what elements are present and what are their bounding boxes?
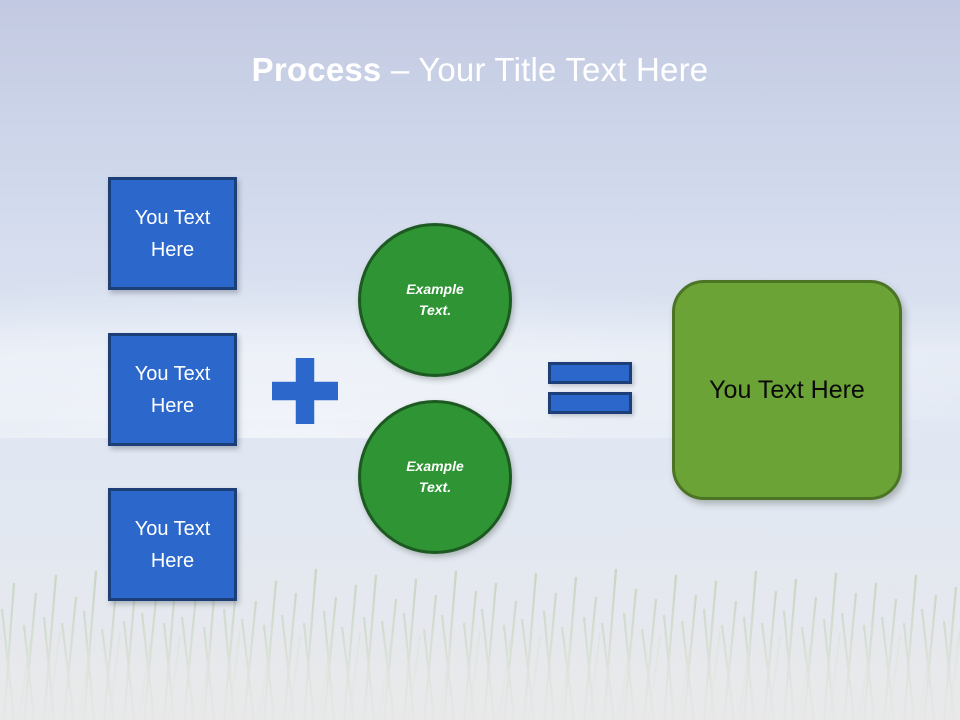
input-box-1-label: You Text Here [129, 202, 217, 266]
process-circle-2-label: Example Text. [406, 456, 464, 498]
slide-header-band: Process – Your Title Text Here [0, 0, 960, 112]
page-title-strong: Process [251, 51, 382, 88]
process-circle-1-line1: Example [406, 281, 464, 297]
input-box-3-line2: Here [150, 549, 195, 572]
process-circle-2-line2: Text. [418, 479, 452, 495]
input-box-2[interactable]: You Text Here [108, 333, 237, 446]
input-box-1[interactable]: You Text Here [108, 177, 237, 290]
result-box[interactable]: You Text Here [672, 280, 902, 500]
process-circle-1-label: Example Text. [406, 279, 464, 321]
process-circle-2-line1: Example [406, 458, 464, 474]
process-circle-1-line2: Text. [418, 302, 452, 318]
input-box-3[interactable]: You Text Here [108, 488, 237, 601]
plus-icon-fill [272, 358, 338, 424]
page-title: Process – Your Title Text Here [0, 50, 960, 90]
process-circle-2[interactable]: Example Text. [358, 400, 512, 554]
equals-icon-bar-top [548, 362, 632, 384]
input-box-2-line2: Here [150, 394, 195, 417]
process-circle-1[interactable]: Example Text. [358, 223, 512, 377]
equals-icon-bar-bottom [548, 392, 632, 414]
page-title-separator: – [381, 51, 419, 88]
input-box-2-line1: You Text [134, 362, 211, 385]
input-box-1-line1: You Text [134, 206, 211, 229]
plus-icon [269, 355, 341, 427]
input-box-1-line2: Here [150, 238, 195, 261]
page-title-light: Your Title Text Here [418, 51, 709, 88]
result-box-label: You Text Here [709, 376, 865, 404]
input-box-3-line1: You Text [134, 517, 211, 540]
input-box-2-label: You Text Here [129, 358, 217, 422]
input-box-3-label: You Text Here [129, 513, 217, 577]
